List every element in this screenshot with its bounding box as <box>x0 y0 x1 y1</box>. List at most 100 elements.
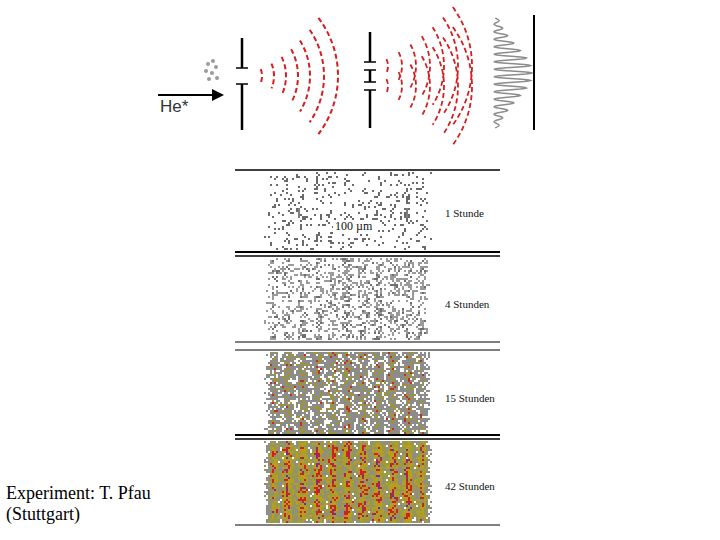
atom-hit <box>306 210 308 212</box>
atom-hit <box>302 336 304 338</box>
atom-hit <box>430 238 432 240</box>
atom-hit <box>284 248 286 250</box>
atom-hit <box>408 172 410 174</box>
atom-hit <box>320 322 322 324</box>
atom-hit <box>376 302 378 304</box>
atom-hit <box>350 298 352 300</box>
atom-hit <box>408 314 410 316</box>
atom-hit <box>272 304 274 306</box>
atom-hit <box>282 246 284 248</box>
atom-hit <box>372 324 374 326</box>
atom-hit <box>330 338 332 340</box>
atom-hit <box>364 292 366 294</box>
atom-hit <box>358 204 360 206</box>
atom-hit <box>378 338 380 340</box>
atom-hit <box>422 354 424 356</box>
atom-hit <box>416 202 418 204</box>
atom-hit <box>380 296 382 298</box>
atom-hit <box>272 294 274 296</box>
atom-hit <box>328 336 330 338</box>
atom-hit <box>350 190 352 192</box>
atom-hit <box>284 318 286 320</box>
atom-hit <box>422 320 424 322</box>
atom-hit <box>376 274 378 276</box>
atom-hit <box>358 330 360 332</box>
atom-hit <box>376 364 378 366</box>
atom-hit <box>318 316 320 318</box>
atom-hit <box>334 352 336 354</box>
atom-hit <box>402 232 404 234</box>
atom-hit <box>382 242 384 244</box>
atom-hit <box>344 300 346 302</box>
atom-hit <box>390 316 392 318</box>
atom-hit <box>358 290 360 292</box>
atom-hit <box>360 332 362 334</box>
atom-hit <box>388 230 390 232</box>
atom-hit <box>340 258 342 260</box>
atom-hit <box>388 268 390 270</box>
atom-hit <box>364 206 366 208</box>
atom-hit <box>398 180 400 182</box>
atom-hit <box>306 294 308 296</box>
atom-hit <box>398 290 400 292</box>
atom-hit <box>282 268 284 270</box>
interference-profile <box>494 18 532 128</box>
atom-hit <box>304 208 306 210</box>
atom-hit <box>368 206 370 208</box>
wavefront <box>318 18 338 134</box>
atom-hit <box>320 356 322 358</box>
atom-hit <box>334 294 336 296</box>
atom-hit <box>422 328 424 330</box>
atom-hit <box>282 262 284 264</box>
atom-hit <box>412 264 414 266</box>
atom-hit <box>400 324 402 326</box>
atom-hit <box>416 182 418 184</box>
atom-hit <box>294 326 296 328</box>
atom-hit <box>326 352 328 354</box>
atom-hit <box>330 320 332 322</box>
atom-hit <box>340 352 342 354</box>
atom-hit <box>332 274 334 276</box>
atom-hit <box>332 268 334 270</box>
atom-hit <box>404 274 406 276</box>
atom-hit <box>424 266 426 268</box>
atom-hit <box>424 198 426 200</box>
atom-hit <box>344 258 346 260</box>
atom-hit <box>280 272 282 274</box>
atom-hit <box>408 338 410 340</box>
atom-hit <box>364 300 366 302</box>
atom-hit <box>332 284 334 286</box>
atom-hit <box>318 270 320 272</box>
atom-hit <box>410 284 412 286</box>
atom-hit <box>330 354 332 356</box>
atom-hit <box>292 362 294 364</box>
atom-hit <box>352 206 354 208</box>
atom-hit <box>322 276 324 278</box>
atom-hit <box>376 360 378 362</box>
atom-hit <box>412 354 414 356</box>
atom-hit <box>314 266 316 268</box>
atom-hit <box>324 280 326 282</box>
atom-hit <box>328 352 330 354</box>
atom-hit <box>320 286 322 288</box>
atom-hit <box>378 310 380 312</box>
atom-hit <box>374 324 376 326</box>
atom-hit <box>416 220 418 222</box>
atom-hit <box>334 280 336 282</box>
atom-hit <box>318 312 320 314</box>
atom-hit <box>344 318 346 320</box>
atom-hit <box>414 362 416 364</box>
atom-hit <box>318 314 320 316</box>
atom-hit <box>324 356 326 358</box>
atom-hit <box>376 358 378 360</box>
atom-hit <box>294 268 296 270</box>
atom-hit <box>394 288 396 290</box>
atom-hit <box>396 274 398 276</box>
atom-hit <box>422 360 424 362</box>
atom-hit <box>424 210 426 212</box>
atom-hit <box>408 264 410 266</box>
atom-hit <box>374 206 376 208</box>
atom-hit <box>384 316 386 318</box>
atom-hit <box>284 364 286 366</box>
atom-hit <box>302 240 304 242</box>
